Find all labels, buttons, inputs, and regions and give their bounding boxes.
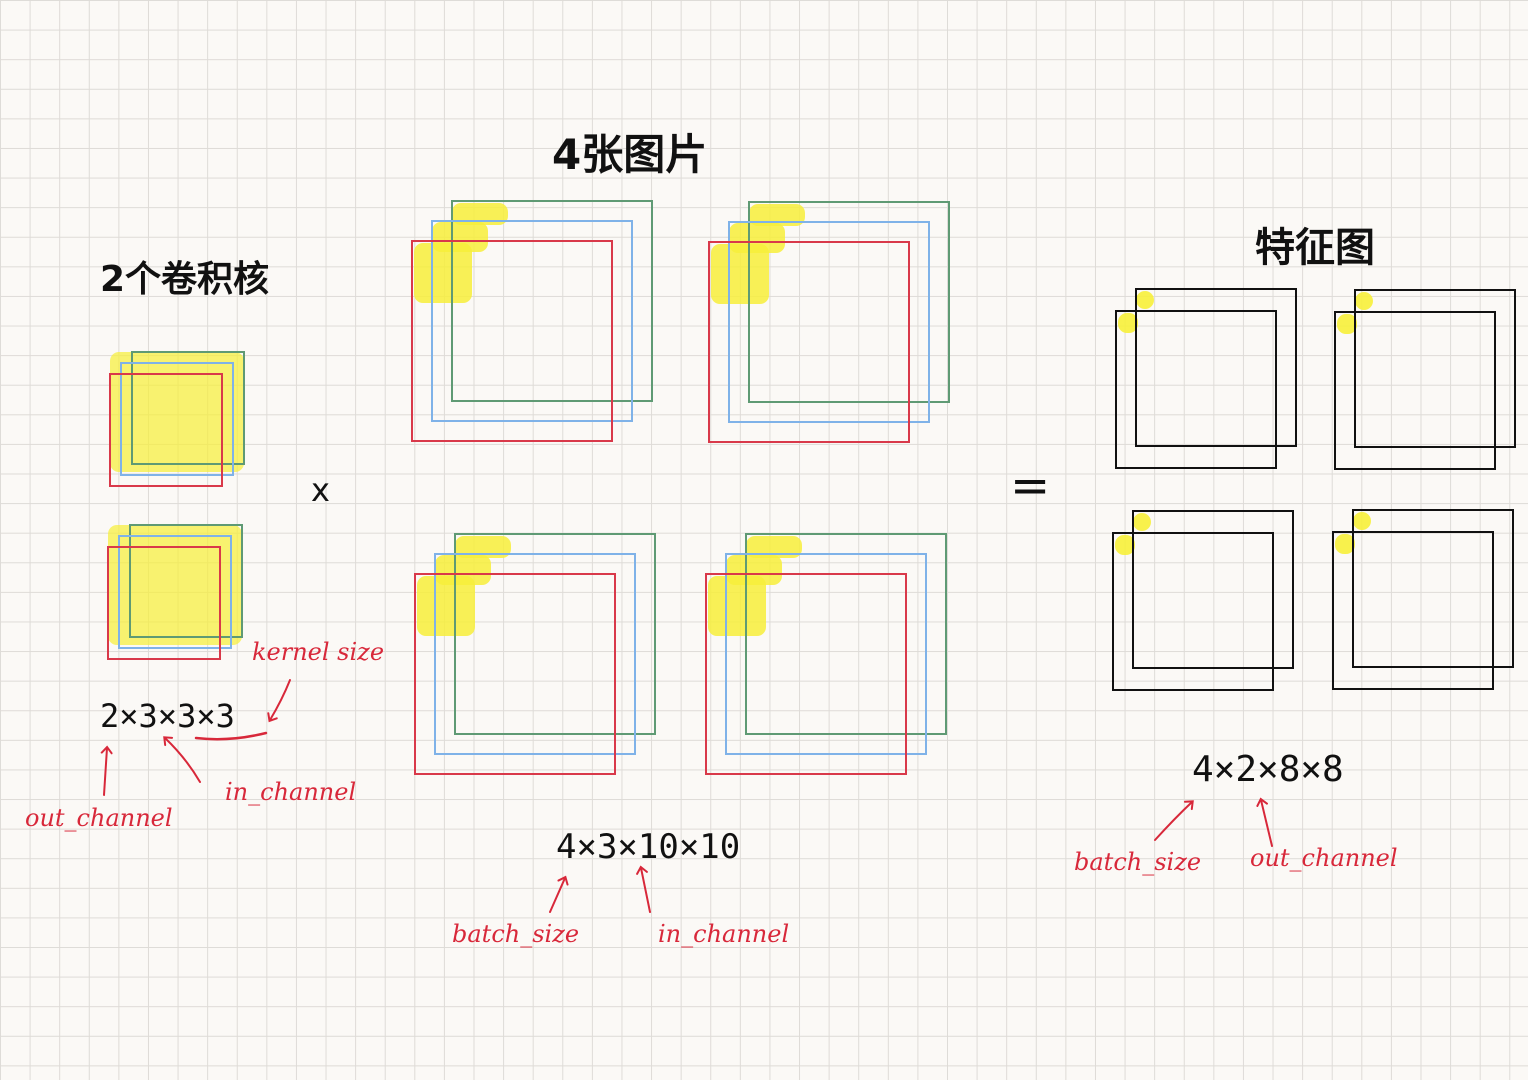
kernel-1-highlight [110,352,244,472]
features-out-channel-note: out_channel [1250,844,1398,872]
image-1-channel-red [411,240,613,442]
feature-map-4-highlight-back [1353,512,1371,530]
features-batch-size-note: batch_size [1074,848,1202,876]
image-3-channel-blue [434,553,636,755]
feature-map-1-highlight-back [1136,291,1154,309]
images-title: 4张图片 [552,130,708,179]
equals-operator: = [1010,458,1051,514]
image-1-channel-green [451,200,653,402]
kernels-out-channel-arrow [100,745,113,796]
image-1-channel-blue [431,220,633,422]
kernels-shape-label: 2×3×3×3 [100,697,235,735]
feature-map-3-channel-front [1112,532,1274,691]
feature-map-2-channel-front [1334,311,1496,470]
feature-map-2-highlight-front [1337,314,1357,334]
image-2-channel-green [748,201,950,403]
feature-map-1-channel-front [1115,310,1277,469]
kernel-2-channel-blue [118,535,232,649]
image-4-channel-blue [725,553,927,755]
images-shape-label: 4×3×10×10 [556,827,741,867]
kernel-1-channel-red [109,373,223,487]
features-title: 特征图 [1255,225,1375,271]
kernel-1-channel-blue [120,362,234,476]
features-out-channel-arrow [1256,797,1273,847]
kernel-2-channel-red [107,546,221,660]
feature-map-1-highlight-front [1118,313,1138,333]
kernels-in-channel-note: in_channel [225,778,357,806]
kernel-1-channel-green [131,351,245,465]
image-4-highlight-green [746,536,802,558]
feature-map-3-channel-back [1132,510,1294,669]
image-4-highlight-red [708,576,766,636]
image-1-highlight-red [414,243,472,303]
image-2-highlight-red [711,244,769,304]
feature-map-3-highlight-back [1133,513,1151,531]
feature-map-4-channel-front [1332,531,1494,690]
kernel-2-highlight [108,525,242,645]
image-2-highlight-green [749,204,805,226]
feature-map-2-channel-back [1354,289,1516,448]
image-3-channel-green [454,533,656,735]
feature-map-1-channel-back [1135,288,1297,447]
image-4-channel-green [745,533,947,735]
kernels-out-channel-note: out_channel [25,804,173,832]
kernels-title: 2个卷积核 [100,259,270,300]
image-4-channel-red [705,573,907,775]
kernels-kernel-size-note: kernel size [252,638,385,666]
feature-map-4-channel-back [1352,509,1514,668]
image-2-channel-blue [728,221,930,423]
feature-map-4-highlight-front [1335,534,1355,554]
kernels-in-channel-arrow [163,736,201,783]
images-batch-size-note: batch_size [452,920,580,948]
image-3-highlight-green [455,536,511,558]
features-batch-size-arrow [1154,800,1194,841]
images-in-channel-arrow [636,865,651,913]
feature-map-2-highlight-back [1355,292,1373,310]
kernel-2-channel-green [129,524,243,638]
feature-map-3-highlight-front [1115,535,1135,555]
multiply-operator: x [311,471,330,509]
images-batch-size-arrow [549,875,569,913]
image-1-highlight-green [452,203,508,225]
image-3-highlight-red [417,576,475,636]
images-in-channel-note: in_channel [658,920,790,948]
kernel-size-underline [194,731,268,741]
kernels-kernel-size-arrow [267,679,291,723]
features-shape-label: 4×2×8×8 [1192,749,1344,790]
image-3-channel-red [414,573,616,775]
image-2-channel-red [708,241,910,443]
